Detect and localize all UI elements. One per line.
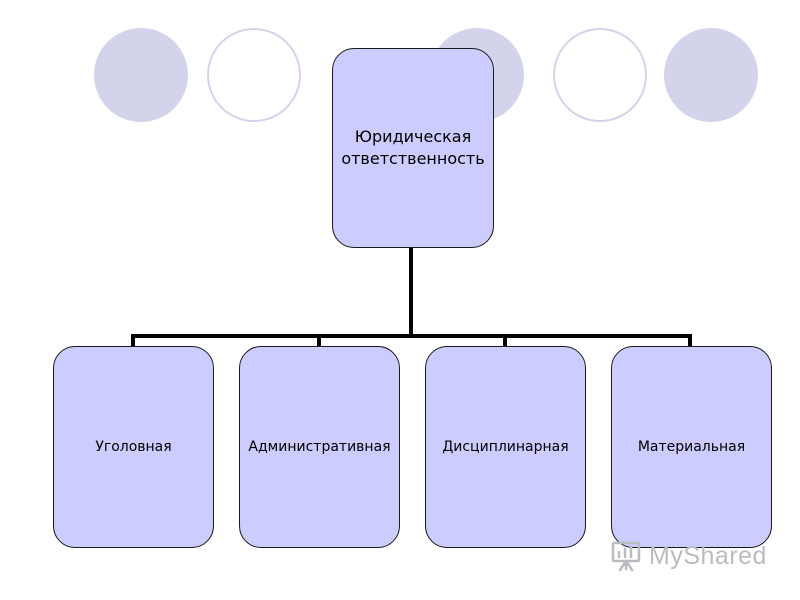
root-node-label-line2: ответственность (341, 149, 485, 168)
decorative-circle-5 (664, 28, 758, 122)
watermark-text: MyShared (649, 541, 767, 570)
root-node-legal-liability: Юридическая ответственность (332, 48, 494, 248)
watermark-logo: MyShared (610, 538, 767, 574)
root-node-label-line1: Юридическая (354, 127, 472, 147)
child-node-administrative: Административная (239, 346, 400, 548)
decorative-circle-4 (553, 28, 647, 122)
presentation-board-icon (611, 541, 641, 572)
child-node-label: Административная (248, 439, 391, 455)
child-node-disciplinary: Дисциплинарная (425, 346, 586, 548)
decorative-circle-2 (207, 28, 301, 122)
decorative-circle-1 (94, 28, 188, 122)
child-node-label: Дисциплинарная (442, 439, 569, 455)
child-node-material: Материальная (611, 346, 772, 548)
child-node-criminal: Уголовная (53, 346, 214, 548)
child-node-label: Материальная (637, 439, 746, 455)
child-node-label: Уголовная (95, 439, 172, 455)
